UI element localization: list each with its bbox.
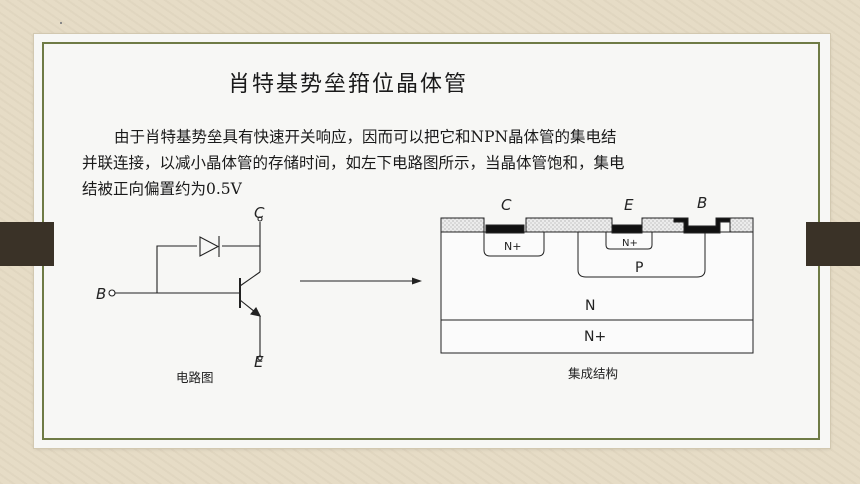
oxide-segment-1 xyxy=(440,217,485,233)
label-p-base: P xyxy=(635,260,643,276)
metal-contact-c xyxy=(485,224,525,234)
arrow-right-icon xyxy=(412,277,422,285)
circuit-label-b: B xyxy=(96,285,106,303)
integrated-structure xyxy=(440,217,754,354)
corner-dot xyxy=(60,22,62,24)
base-terminal xyxy=(108,289,116,297)
collector-lead xyxy=(239,271,261,287)
emitter-terminal xyxy=(257,355,263,361)
structure-label-c: C xyxy=(501,196,512,214)
circuit-caption: 电路图 xyxy=(176,370,214,385)
p-base-region xyxy=(577,232,706,278)
circuit-label-c: C xyxy=(254,204,265,222)
chip-body xyxy=(440,231,754,354)
paragraph-line-3: 结被正向偏置约为0.5V xyxy=(82,180,242,198)
label-n-epi: N xyxy=(585,298,595,314)
nplus-emitter-region xyxy=(605,232,653,250)
oxide-segment-4 xyxy=(729,217,754,233)
schottky-diode-icon xyxy=(199,236,220,257)
structure-label-e: E xyxy=(624,196,634,214)
slide-title: 肖特基势垒箝位晶体管 xyxy=(228,72,469,97)
label-nplus-substrate: N+ xyxy=(584,329,606,345)
oxide-segment-2 xyxy=(525,217,613,233)
structure-label-b: B xyxy=(697,194,707,212)
collector-terminal xyxy=(257,216,263,222)
paragraph-line-2: 并联连接，以减小晶体管的存储时间，如左下电路图所示，当晶体管饱和，集电 xyxy=(82,154,625,172)
label-nplus-collector: N+ xyxy=(504,240,521,253)
nplus-collector-region xyxy=(483,232,545,257)
metal-contact-b xyxy=(673,217,731,234)
body-paragraph: 由于肖特基势垒具有快速开关响应，因而可以把它和NPN晶体管的集电结 并联连接，以… xyxy=(82,124,792,202)
right-edge-tab xyxy=(806,222,860,266)
transform-arrow xyxy=(300,277,422,285)
circuit-schematic xyxy=(108,216,263,361)
emitter-arrow-icon xyxy=(249,307,262,317)
metal-contact-e xyxy=(611,224,643,234)
diode-top-wire xyxy=(156,245,197,293)
left-edge-tab xyxy=(0,222,54,266)
circuit-label-e: E xyxy=(254,353,264,371)
emitter-lead xyxy=(239,299,261,356)
label-nplus-emitter: N+ xyxy=(622,238,638,249)
paragraph-line-1: 由于肖特基势垒具有快速开关响应，因而可以把它和NPN晶体管的集电结 xyxy=(114,128,617,146)
structure-caption: 集成结构 xyxy=(568,366,619,381)
